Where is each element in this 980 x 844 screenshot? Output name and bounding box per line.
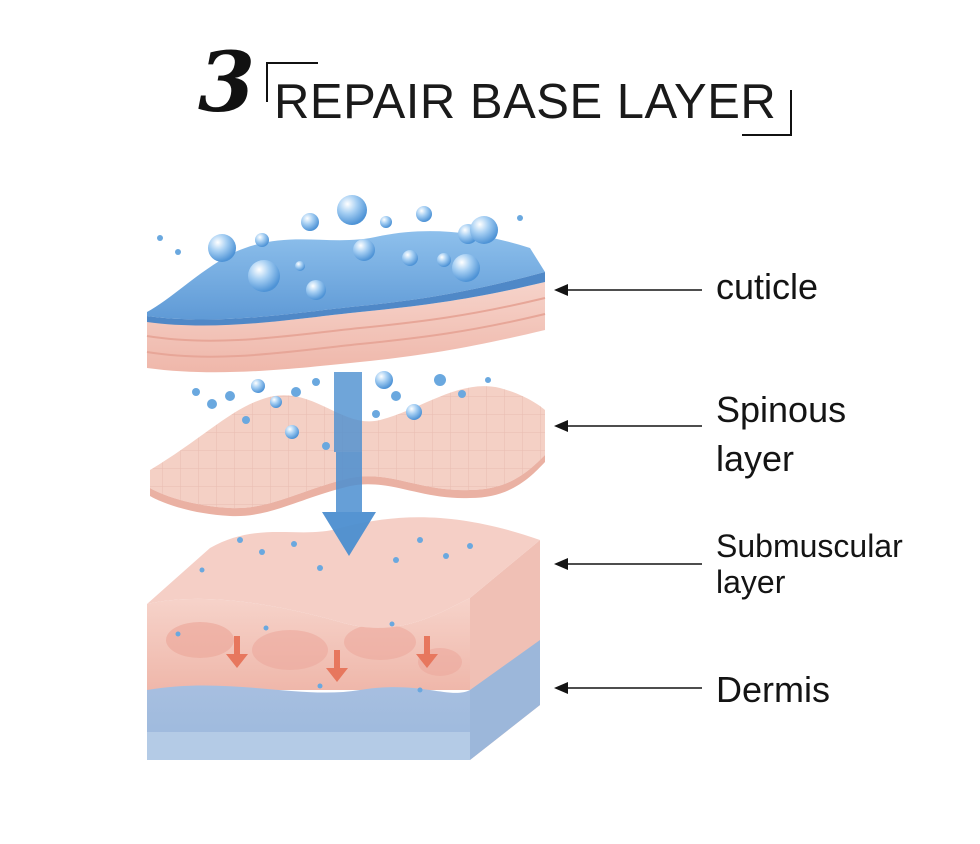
- page-title: 3 REPAIR BASE LAYER: [196, 35, 816, 144]
- bottom-skin-block: [147, 517, 540, 760]
- title-bracket-top-left: [266, 62, 318, 102]
- label-cuticle: cuticle: [716, 266, 818, 307]
- cuticle-pink-base: [147, 282, 545, 373]
- red-arrows: [226, 636, 438, 682]
- label-submuscular-line2: layer: [716, 564, 786, 601]
- cuticle-layer-sheet: [146, 231, 546, 373]
- band-line: [146, 297, 546, 342]
- cuticle-water-edge: [147, 272, 545, 326]
- band-line: [146, 313, 546, 358]
- label-dermis-text: Dermis: [716, 669, 830, 710]
- label-submuscular-line1: Submuscular: [716, 528, 903, 564]
- title-text: REPAIR BASE LAYER: [274, 75, 777, 129]
- label-spinous-layer: Spinous layer: [716, 386, 846, 484]
- block-right-dermis: [470, 640, 540, 760]
- block-top-surface: [147, 517, 540, 628]
- pointer-arrows: [554, 284, 702, 694]
- label-cuticle-text: cuticle: [716, 266, 819, 307]
- blotch: [344, 624, 416, 660]
- dermis-base-strip: [147, 732, 470, 760]
- label-submuscular-layer: Submuscular layer: [716, 528, 903, 601]
- title-bracket-bottom-right: [742, 90, 792, 136]
- blotch: [252, 630, 328, 670]
- label-spinous-line2: layer: [716, 437, 795, 479]
- penetration-arrow: [322, 372, 376, 556]
- label-dermis: Dermis: [716, 669, 830, 710]
- title-number: 3: [198, 35, 256, 131]
- blotch: [166, 622, 234, 658]
- water-droplets: [157, 195, 523, 693]
- label-spinous-line1: Spinous: [716, 389, 847, 430]
